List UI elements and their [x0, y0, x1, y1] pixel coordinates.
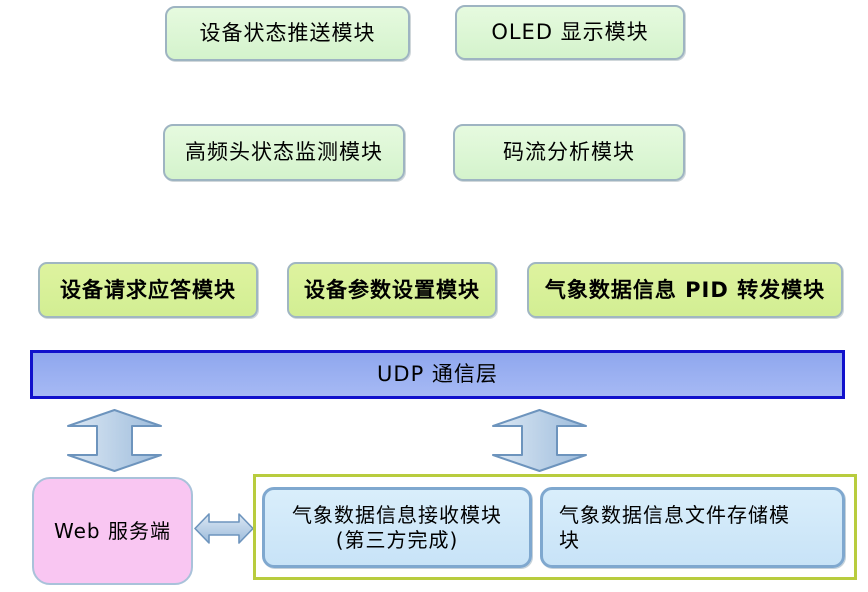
lnb-status-monitor-module-box: 高频头状态监测模块	[163, 124, 405, 181]
module-label: 高频头状态监测模块	[185, 140, 383, 165]
weather-data-storage-module-box: 气象数据信息文件存储模 块	[540, 487, 845, 568]
web-server-label: Web 服务端	[54, 518, 171, 543]
third-party-container: 气象数据信息接收模块 (第三方完成) 气象数据信息文件存储模 块	[253, 474, 857, 580]
left-right-arrow-icon	[194, 513, 254, 544]
module-label: OLED 显示模块	[491, 20, 649, 45]
up-down-arrow-icon	[67, 409, 162, 472]
up-down-arrow-icon	[492, 409, 587, 472]
module-label: 气象数据信息 PID 转发模块	[544, 277, 826, 302]
stream-analysis-module-box: 码流分析模块	[453, 124, 685, 181]
device-status-push-module-box: 设备状态推送模块	[165, 6, 410, 61]
module-label: 码流分析模块	[503, 140, 635, 165]
module-label: 设备请求应答模块	[60, 277, 236, 302]
module-label-line: (第三方完成)	[335, 527, 459, 552]
module-label-line: 气象数据信息接收模块	[292, 502, 502, 527]
device-param-setting-module-box: 设备参数设置模块	[287, 262, 497, 318]
module-label: 设备参数设置模块	[304, 277, 480, 302]
oled-display-module-box: OLED 显示模块	[455, 5, 685, 60]
web-server-box: Web 服务端	[32, 477, 193, 585]
weather-data-receiver-module-box: 气象数据信息接收模块 (第三方完成)	[262, 487, 532, 568]
udp-layer-bar: UDP 通信层	[30, 350, 845, 399]
weather-data-pid-forward-module-box: 气象数据信息 PID 转发模块	[527, 262, 843, 318]
module-label-line: 块	[559, 527, 580, 552]
udp-layer-label: UDP 通信层	[377, 362, 498, 387]
module-label-line: 气象数据信息文件存储模	[559, 502, 790, 527]
device-request-response-module-box: 设备请求应答模块	[38, 262, 258, 318]
module-label: 设备状态推送模块	[199, 21, 376, 46]
